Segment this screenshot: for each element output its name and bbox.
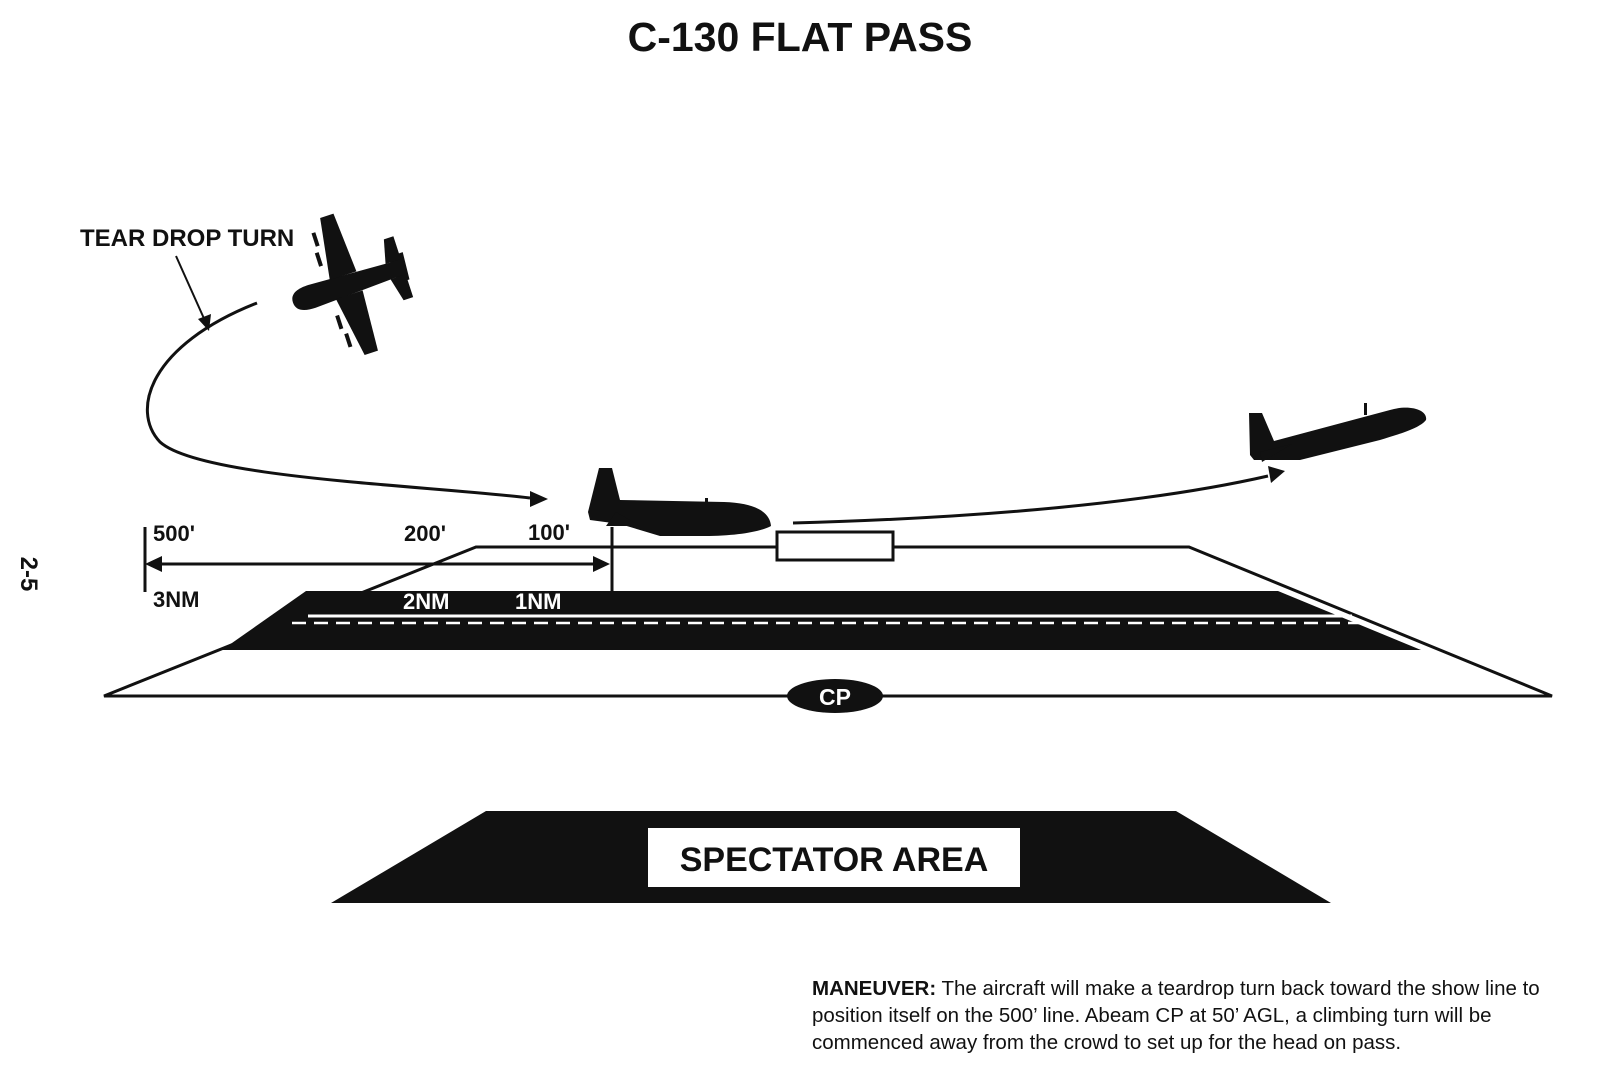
dist-2nm-label: 2NM — [403, 589, 449, 614]
climb-out-path — [792, 474, 1269, 525]
line-200-label: 200' — [404, 521, 446, 546]
teardrop-arrowhead — [530, 491, 548, 507]
line-100-label: 100' — [528, 520, 570, 545]
tear-drop-pointer-head — [198, 314, 211, 331]
dist-3nm-label: 3NM — [153, 587, 199, 612]
spectator-area-label-box — [648, 828, 1020, 887]
diagram-title: C-130 FLAT PASS — [627, 14, 973, 60]
tear-drop-pointer — [175, 255, 207, 324]
spectator-area-label: SPECTATOR AREA — [680, 841, 989, 879]
aircraft-climbing-icon — [1249, 403, 1427, 462]
dist-1nm-label: 1NM — [515, 589, 561, 614]
cp-marker — [787, 679, 883, 713]
bracket-arrow-right — [593, 556, 610, 572]
maneuver-text: The aircraft will make a teardrop turn b… — [812, 977, 1540, 1054]
teardrop-turn-path — [145, 301, 531, 500]
bracket-arrow-left — [145, 556, 162, 572]
aircraft-top-view-icon — [292, 213, 414, 355]
maneuver-heading: MANEUVER: — [812, 977, 937, 1000]
aircraft-side-view-icon — [588, 468, 771, 536]
cp-label: CP — [819, 684, 851, 710]
tear-drop-turn-label: TEAR DROP TURN — [80, 225, 294, 252]
line-500-label: 500' — [153, 521, 195, 546]
show-center-marker — [775, 530, 895, 562]
climb-out-arrowhead — [1268, 466, 1285, 483]
maneuver-description: MANEUVER: The aircraft will make a teard… — [812, 975, 1572, 1056]
runway — [222, 591, 1421, 650]
